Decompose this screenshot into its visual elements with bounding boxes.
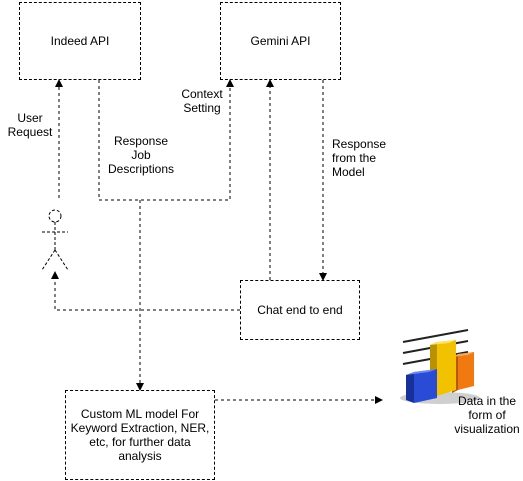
visualization-label: Data in the form of visualization [454, 394, 520, 436]
user-request-label: User Request [7, 111, 53, 139]
custom-ml-model-node[interactable]: Custom ML model For Keyword Extraction, … [65, 390, 215, 480]
indeed-api-label: Indeed API [50, 34, 110, 48]
user-stick-figure-icon [41, 209, 69, 271]
gemini-api-node[interactable]: Gemini API [220, 2, 341, 80]
indeed-api-node[interactable]: Indeed API [19, 2, 141, 80]
response-job-descriptions-label: Response Job Descriptions [107, 134, 175, 176]
custom-ml-model-label: Custom ML model For Keyword Extraction, … [70, 407, 210, 463]
gemini-api-label: Gemini API [250, 34, 311, 48]
chat-to-user-connector [51, 271, 240, 311]
context-setting-label: Context Setting [181, 87, 223, 115]
chat-end-to-end-label: Chat end to end [257, 303, 343, 317]
response-from-model-label: Response from the Model [332, 137, 387, 179]
3d-bar-chart-icon [400, 329, 480, 404]
chat-end-to-end-node[interactable]: Chat end to end [240, 280, 360, 340]
context-setting-connector [98, 79, 234, 201]
chart-bar-blue [406, 369, 437, 403]
